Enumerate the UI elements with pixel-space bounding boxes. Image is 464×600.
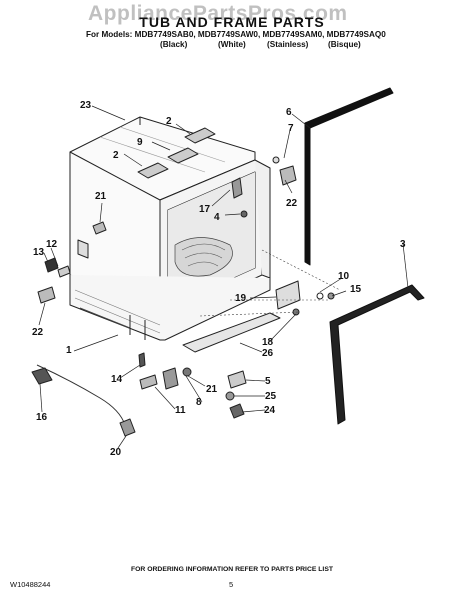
callout-12: 12	[46, 239, 58, 250]
tub-gasket	[329, 284, 425, 425]
callout-21-bottom: 21	[206, 384, 218, 395]
callout-7: 7	[288, 123, 294, 134]
callout-20: 20	[110, 447, 122, 458]
finish-black: (Black)	[160, 40, 188, 49]
page-number: 5	[229, 580, 234, 589]
door-gasket	[304, 87, 394, 266]
callout-13: 13	[33, 247, 45, 258]
finish-stainless: (Stainless)	[267, 40, 309, 49]
inner-clip-parts	[231, 177, 248, 218]
callout-14: 14	[111, 374, 123, 385]
top-brackets	[137, 127, 216, 179]
callout-9: 9	[137, 137, 143, 148]
watermark: AppliancePartsPros.com	[88, 2, 348, 25]
bottom-plate	[182, 312, 281, 353]
callout-3: 3	[400, 239, 406, 250]
tub-assembly	[69, 116, 271, 341]
callout-17: 17	[199, 204, 211, 215]
callout-22-right: 22	[286, 198, 298, 209]
finish-bisque: (Bisque)	[328, 40, 361, 49]
bottom-hardware	[138, 352, 247, 419]
right-lower-parts	[275, 280, 335, 316]
callout-24: 24	[264, 405, 276, 416]
upper-right-clip	[272, 156, 297, 186]
callout-2-top: 2	[166, 116, 172, 127]
finish-white: (White)	[218, 40, 246, 49]
power-cord	[31, 364, 136, 437]
callout-19: 19	[235, 293, 247, 304]
callout-11: 11	[175, 405, 186, 416]
callout-23: 23	[80, 100, 92, 111]
callout-6: 6	[286, 107, 292, 118]
document-number: W10488244	[10, 580, 51, 589]
left-parts	[37, 257, 71, 304]
callout-21-left: 21	[95, 191, 107, 202]
callout-10: 10	[338, 271, 350, 282]
models-line: For Models: MDB7749SAB0, MDB7749SAW0, MD…	[86, 30, 386, 39]
screw-21	[92, 221, 107, 235]
page-title: TUB AND FRAME PARTS	[139, 14, 325, 30]
callout-4: 4	[214, 212, 220, 223]
callout-8: 8	[196, 397, 202, 408]
callout-2-mid: 2	[113, 150, 119, 161]
callout-25: 25	[265, 391, 277, 402]
callout-16: 16	[36, 412, 48, 423]
callout-15: 15	[350, 284, 362, 295]
callout-1: 1	[66, 345, 72, 356]
ordering-note: FOR ORDERING INFORMATION REFER TO PARTS …	[130, 566, 334, 573]
callout-26: 26	[262, 348, 274, 359]
callout-18: 18	[262, 337, 274, 348]
callout-5: 5	[265, 376, 271, 387]
callout-labels: 23 2 9 2 6 7 21 17 22 4 13 12 22 3 10 19…	[32, 100, 406, 458]
callout-22-left: 22	[32, 327, 44, 338]
